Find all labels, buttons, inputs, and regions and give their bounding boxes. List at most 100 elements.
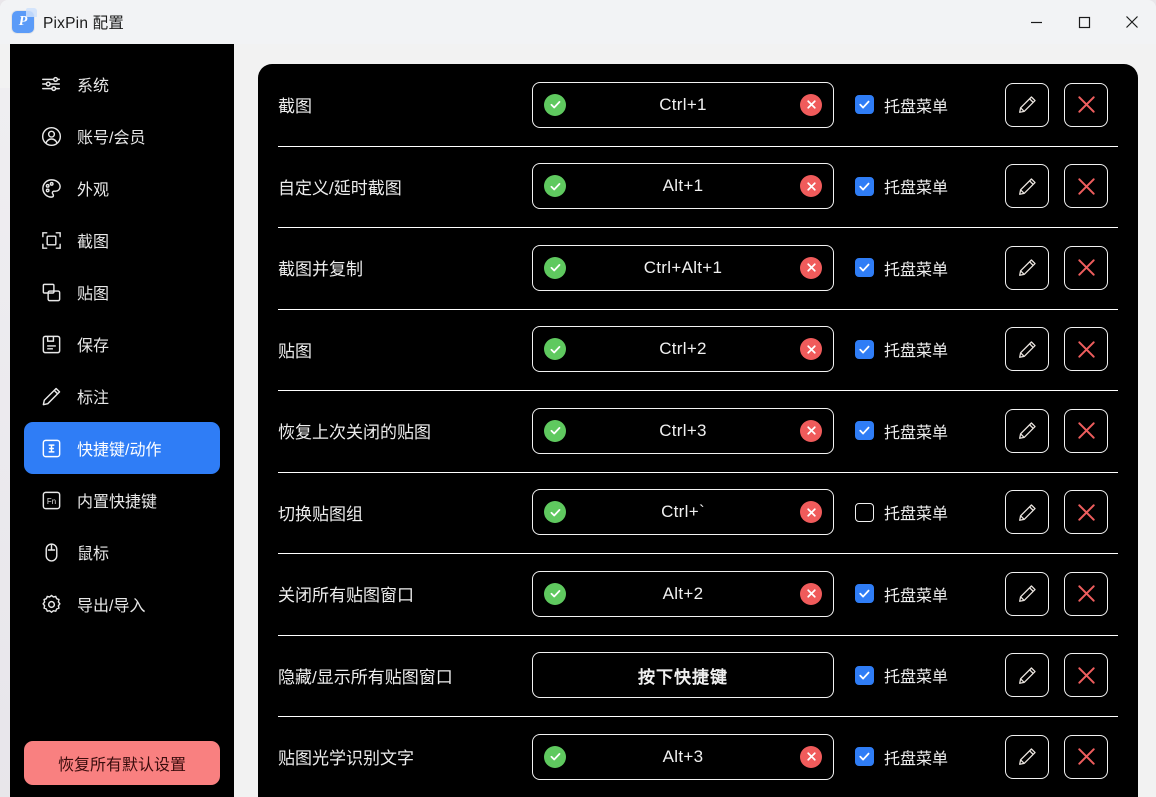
hotkey-value: Alt+3 (662, 746, 704, 766)
edit-action-button[interactable] (1005, 327, 1049, 372)
check-circle-icon (544, 256, 566, 279)
sidebar-item-label: 账号/会员 (77, 130, 146, 147)
sidebar-item-label: 快捷键/动作 (77, 442, 162, 459)
tray-menu-group: 托盘菜单 (855, 663, 997, 687)
sidebar-item-label: 保存 (77, 338, 110, 355)
red-x-icon (1075, 256, 1098, 279)
hotkey-value: Alt+2 (662, 583, 704, 603)
tray-menu-group: 托盘菜单 (855, 500, 997, 524)
tray-menu-checkbox[interactable] (855, 502, 874, 522)
delete-action-button[interactable] (1064, 571, 1108, 616)
delete-action-button[interactable] (1064, 490, 1108, 535)
hotkey-input[interactable]: Alt+3 (532, 733, 834, 780)
hotkey-input[interactable]: Ctrl+2 (532, 326, 834, 373)
sidebar-item-builtin-hotkeys[interactable]: Fn 内置快捷键 (24, 474, 220, 526)
tray-menu-label: 托盘菜单 (884, 98, 949, 116)
edit-action-button[interactable] (1005, 734, 1049, 779)
sidebar-item-label: 鼠标 (77, 546, 110, 563)
tray-menu-label: 托盘菜单 (884, 750, 949, 768)
sidebar-item-system[interactable]: 系统 (24, 58, 220, 110)
palette-icon (38, 175, 64, 201)
pencil-edit-icon (1017, 420, 1038, 441)
window-left-edge (0, 88, 10, 797)
x-circle-clear-icon[interactable] (800, 501, 822, 524)
delete-action-button[interactable] (1064, 82, 1108, 127)
hotkey-input[interactable]: Ctrl+1 (532, 81, 834, 128)
sidebar-item-save[interactable]: 保存 (24, 318, 220, 370)
tray-menu-checkbox[interactable] (855, 665, 874, 685)
x-circle-clear-icon[interactable] (800, 256, 822, 279)
tray-menu-label: 托盘菜单 (884, 424, 949, 442)
hotkey-action-label: 截图并复制 (278, 260, 363, 280)
delete-action-button[interactable] (1064, 327, 1108, 372)
hotkey-row: 隐藏/显示所有贴图窗口按下快捷键托盘菜单 (278, 634, 1118, 717)
check-circle-icon (544, 93, 566, 116)
edit-action-button[interactable] (1005, 490, 1049, 535)
x-circle-clear-icon[interactable] (800, 175, 822, 198)
tray-menu-checkbox[interactable] (855, 421, 874, 441)
minimize-icon[interactable] (1012, 0, 1060, 44)
check-circle-icon (544, 419, 566, 442)
red-x-icon (1075, 419, 1098, 442)
delete-action-button[interactable] (1064, 408, 1108, 453)
x-circle-clear-icon[interactable] (800, 93, 822, 116)
tray-menu-checkbox[interactable] (855, 95, 874, 115)
close-icon[interactable] (1108, 0, 1156, 44)
hotkey-input[interactable]: Ctrl+3 (532, 407, 834, 454)
gear-icon (38, 591, 64, 617)
tray-menu-checkbox[interactable] (855, 747, 874, 767)
sidebar-item-screenshot[interactable]: 截图 (24, 214, 220, 266)
sidebar-item-export-import[interactable]: 导出/导入 (24, 578, 220, 630)
tray-menu-group: 托盘菜单 (855, 174, 997, 198)
tray-menu-checkbox[interactable] (855, 339, 874, 359)
delete-action-button[interactable] (1064, 734, 1108, 779)
title-bar-left: PixPin 配置 (0, 8, 124, 33)
red-x-icon (1075, 338, 1098, 361)
edit-action-button[interactable] (1005, 653, 1049, 698)
hotkey-input[interactable]: Ctrl+` (532, 489, 834, 536)
edit-action-button[interactable] (1005, 82, 1049, 127)
hotkey-input[interactable]: Alt+1 (532, 163, 834, 210)
hotkey-input[interactable]: Alt+2 (532, 570, 834, 617)
tray-menu-group: 托盘菜单 (855, 93, 997, 117)
hotkey-row: 截图并复制 Ctrl+Alt+1 托盘菜单 (278, 227, 1118, 309)
hotkey-icon (38, 435, 64, 461)
tray-menu-checkbox[interactable] (855, 258, 874, 278)
x-circle-clear-icon[interactable] (800, 582, 822, 605)
x-circle-clear-icon[interactable] (800, 338, 822, 361)
sidebar: 系统 账号/会员 外观 (10, 44, 234, 797)
sidebar-item-pin[interactable]: 贴图 (24, 266, 220, 318)
delete-action-button[interactable] (1064, 653, 1108, 698)
tray-menu-group: 托盘菜单 (855, 337, 997, 361)
hotkey-input[interactable]: Ctrl+Alt+1 (532, 244, 834, 291)
mouse-icon (38, 539, 64, 565)
delete-action-button[interactable] (1064, 164, 1108, 209)
sidebar-item-hotkeys[interactable]: 快捷键/动作 (24, 422, 220, 474)
delete-action-button[interactable] (1064, 245, 1108, 290)
red-x-icon (1075, 175, 1098, 198)
sidebar-item-annotation[interactable]: 标注 (24, 370, 220, 422)
tray-menu-checkbox[interactable] (855, 176, 874, 196)
sidebar-item-account[interactable]: 账号/会员 (24, 110, 220, 162)
tray-menu-label: 托盘菜单 (884, 261, 949, 279)
sidebar-item-appearance[interactable]: 外观 (24, 162, 220, 214)
tray-menu-checkbox[interactable] (855, 584, 874, 604)
pencil-edit-icon (1017, 746, 1038, 767)
reset-defaults-button[interactable]: 恢复所有默认设置 (24, 741, 220, 785)
x-circle-clear-icon[interactable] (800, 745, 822, 768)
maximize-icon[interactable] (1060, 0, 1108, 44)
edit-action-button[interactable] (1005, 571, 1049, 616)
hotkey-action-label: 恢复上次关闭的贴图 (278, 423, 431, 443)
tray-menu-group: 托盘菜单 (855, 256, 997, 280)
sidebar-item-mouse[interactable]: 鼠标 (24, 526, 220, 578)
hotkey-input[interactable]: 按下快捷键 (532, 652, 834, 699)
edit-action-button[interactable] (1005, 408, 1049, 453)
edit-action-button[interactable] (1005, 245, 1049, 290)
pencil-edit-icon (1017, 665, 1038, 686)
edit-action-button[interactable] (1005, 164, 1049, 209)
hotkey-value: Alt+1 (662, 176, 704, 196)
x-circle-clear-icon[interactable] (800, 419, 822, 442)
